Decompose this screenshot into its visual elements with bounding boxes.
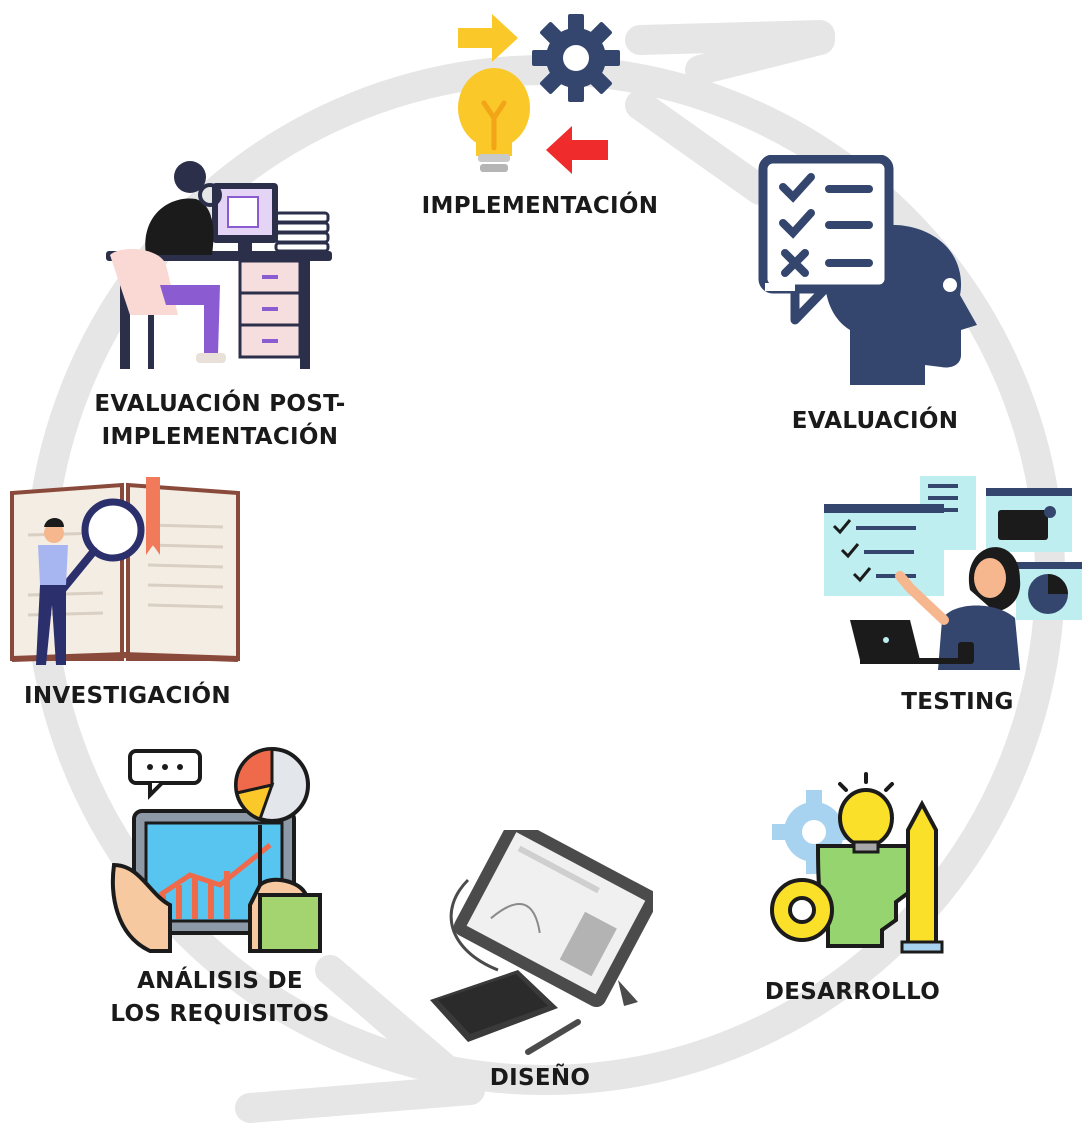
graphic-tablet-icon xyxy=(430,819,658,1055)
stage-label-testing: TESTING xyxy=(901,689,1014,715)
stage-label-analisis-line2: LOS REQUISITOS xyxy=(110,1001,330,1027)
stage-evaluacion xyxy=(755,154,985,400)
lightbulb-gear-arrows-icon xyxy=(458,14,620,174)
stage-label-diseno: DISEÑO xyxy=(489,1065,591,1091)
cycle-arrowhead-bottom xyxy=(235,1075,485,1123)
cycle-arrowhead-top-tail xyxy=(625,90,775,205)
stage-label-post-evaluacion-line1: EVALUACIÓN POST- xyxy=(94,391,346,417)
woman-laptop-screens-icon xyxy=(824,476,1082,670)
gears-head-lightbulb-pencil-icon xyxy=(770,772,944,954)
person-desk-computer-icon xyxy=(106,161,332,369)
stage-diseno xyxy=(428,819,658,1055)
stage-testing xyxy=(820,470,1083,670)
head-checklist-icon xyxy=(758,154,977,385)
stage-label-post-evaluacion: EVALUACIÓN POST- IMPLEMENTACIÓN xyxy=(85,388,355,454)
stage-investigacion xyxy=(8,475,243,680)
stage-label-analisis: ANÁLISIS DE LOS REQUISITOS xyxy=(95,965,345,1031)
stage-label-desarrollo: DESARROLLO xyxy=(764,979,941,1005)
stage-label-investigacion: INVESTIGACIÓN xyxy=(24,683,231,709)
stage-label-implementacion: IMPLEMENTACIÓN xyxy=(421,193,659,219)
stage-implementacion xyxy=(440,8,640,188)
stage-label-post-evaluacion-line2: IMPLEMENTACIÓN xyxy=(101,424,339,450)
cycle-arrowhead-bottom-tail xyxy=(315,955,485,1105)
stage-post-evaluacion xyxy=(100,155,335,375)
stage-label-analisis-line1: ANÁLISIS DE xyxy=(137,968,303,994)
stage-analisis xyxy=(110,745,325,955)
cycle-arrowhead-top xyxy=(625,20,835,85)
open-book-magnifier-icon xyxy=(10,477,240,665)
stage-desarrollo xyxy=(762,770,948,954)
stage-label-evaluacion: EVALUACIÓN xyxy=(791,408,959,434)
tablet-chart-hand-icon xyxy=(110,747,322,953)
